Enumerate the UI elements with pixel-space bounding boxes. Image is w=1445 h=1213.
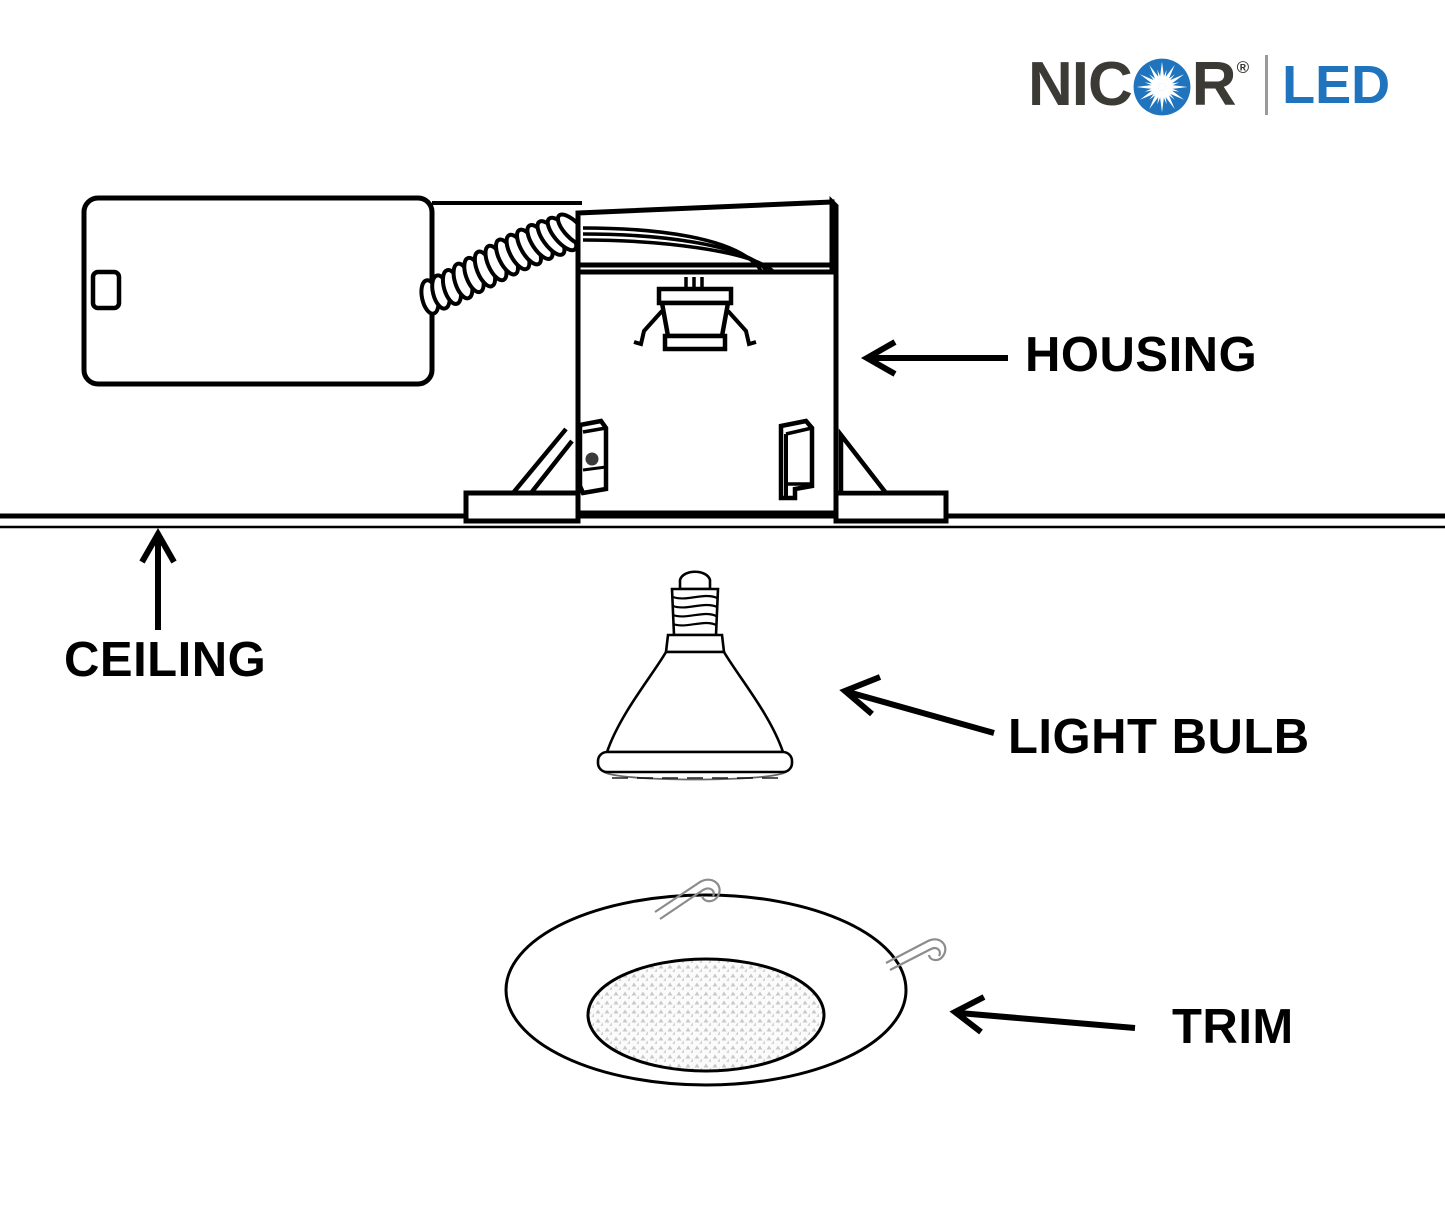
junction-box — [81, 195, 582, 387]
callout-label-light-bulb: LIGHT BULB — [1008, 710, 1310, 764]
arrow-housing-icon — [860, 339, 1008, 377]
logo-divider — [1265, 55, 1269, 115]
registered-trademark-icon: ® — [1236, 58, 1250, 77]
starburst-icon — [1133, 58, 1191, 116]
logo-nic-text: NIC — [1028, 50, 1133, 119]
logo-led-text: LED — [1282, 55, 1391, 115]
arrow-trim-icon — [949, 994, 1136, 1035]
nicor-led-logo: NIC — [1028, 52, 1390, 118]
mounting-clip-left — [577, 418, 609, 496]
logo-r-text: R — [1191, 50, 1237, 119]
mounting-bracket-left — [463, 427, 581, 524]
par-lamp — [596, 570, 794, 781]
flex-conduit — [419, 212, 591, 316]
arrow-ceiling-icon — [139, 527, 177, 630]
housing-wires — [582, 226, 776, 290]
callout-label-housing: HOUSING — [1025, 328, 1258, 382]
ceiling-line — [0, 513, 1445, 529]
callout-label-ceiling: CEILING — [64, 633, 267, 687]
mounting-bracket-right — [833, 428, 949, 524]
arrow-lightbulb-icon — [839, 674, 995, 736]
trim-ring — [504, 893, 908, 1087]
trim-spring-left — [654, 878, 721, 920]
trim-spring-right — [885, 938, 947, 971]
mounting-clip-right — [778, 418, 815, 501]
lamp-socket — [633, 286, 757, 352]
callout-label-trim: TRIM — [1172, 1000, 1294, 1054]
